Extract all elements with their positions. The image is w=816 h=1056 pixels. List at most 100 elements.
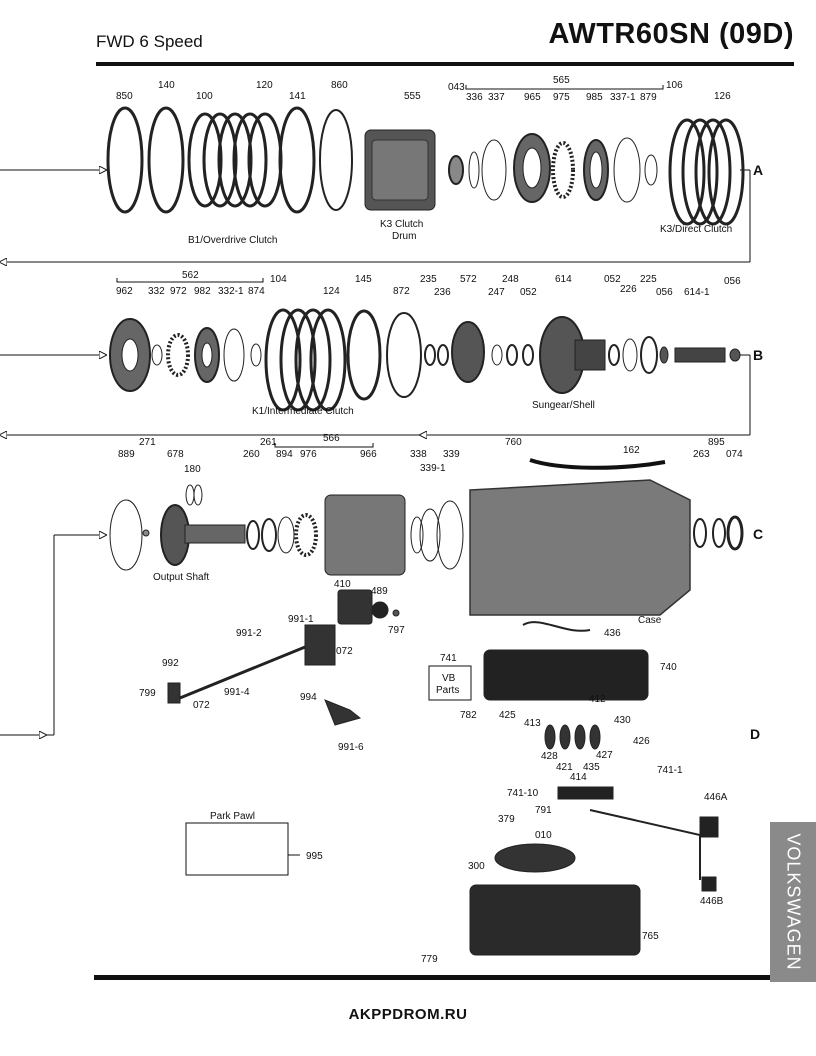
part-label: 180	[184, 464, 201, 475]
part-label: 991-6	[338, 742, 364, 753]
part-label: 991-2	[236, 628, 262, 639]
part-label: 991-4	[224, 687, 250, 698]
part-label: 982	[194, 286, 211, 297]
part-label: 446A	[704, 792, 728, 803]
part-label: 271	[139, 437, 156, 448]
part-label: 426	[633, 736, 650, 747]
part-label: 056	[656, 287, 673, 298]
part-label: 995	[306, 851, 323, 862]
part-label: 043	[448, 82, 465, 93]
part-label: 379	[498, 814, 515, 825]
part-label: 555	[404, 91, 421, 102]
part-caption: Case	[638, 615, 662, 626]
vb-parts-box	[428, 665, 472, 701]
part-label: 412	[589, 694, 606, 705]
brand-side-tab: VOLKSWAGEN	[770, 822, 816, 982]
park-pawl-box	[185, 822, 289, 876]
park-pawl-caption: Park Pawl	[210, 811, 255, 822]
part-label: 740	[660, 662, 677, 673]
row-c-labels: 271 889 678 180 260 261 566 894 976 966 …	[118, 433, 743, 626]
part-label: 104	[270, 274, 287, 285]
part-label: 895	[708, 437, 725, 448]
part-label: 106	[666, 80, 683, 91]
part-label: 413	[524, 718, 541, 729]
header-rule	[96, 62, 794, 66]
part-label: 072	[193, 700, 210, 711]
part-caption: Drum	[392, 231, 416, 242]
row-d-labels: 410 489 797 991-1 991-2 072 992 991-4 79…	[139, 579, 728, 965]
part-caption: Sungear/Shell	[532, 400, 595, 411]
part-label: 760	[505, 437, 522, 448]
part-label: 261	[260, 437, 277, 448]
part-label: 994	[300, 692, 317, 703]
leader-lines	[116, 85, 664, 856]
part-label: 247	[488, 287, 505, 298]
part-label: 572	[460, 274, 477, 285]
part-label: 975	[553, 92, 570, 103]
part-caption: K3/Direct Clutch	[660, 224, 732, 235]
part-label: 332	[148, 286, 165, 297]
row-label-a: A	[753, 162, 763, 178]
part-label: 894	[276, 449, 293, 460]
part-label: 972	[170, 286, 187, 297]
part-label: 140	[158, 80, 175, 91]
row-b-parts	[109, 308, 741, 412]
part-label: 791	[535, 805, 552, 816]
part-label: 797	[388, 625, 405, 636]
part-label: 874	[248, 286, 265, 297]
row-a-parts	[106, 106, 745, 226]
part-label: 991-1	[288, 614, 314, 625]
part-label: 446B	[700, 896, 724, 907]
part-label: 074	[726, 449, 743, 460]
part-label: 248	[502, 274, 519, 285]
part-label: 052	[520, 287, 537, 298]
part-label: 339	[443, 449, 460, 460]
part-label: 010	[535, 830, 552, 841]
part-label: 765	[642, 931, 659, 942]
part-label: 124	[323, 286, 340, 297]
header-model-title: AWTR60SN (09D)	[548, 18, 794, 50]
row-d-parts	[167, 589, 719, 956]
header-subtitle: FWD 6 Speed	[96, 32, 203, 51]
part-label: 566	[323, 433, 340, 444]
row-label-c: C	[753, 526, 763, 542]
part-label: 779	[421, 954, 438, 965]
part-label: 782	[460, 710, 477, 721]
part-label: 300	[468, 861, 485, 872]
part-label: 436	[604, 628, 621, 639]
part-label: 741-10	[507, 788, 539, 799]
part-label: 332-1	[218, 286, 244, 297]
part-label: 428	[541, 751, 558, 762]
part-label: 976	[300, 449, 317, 460]
part-label: 489	[371, 586, 388, 597]
row-a-labels: 850 140 100 120 141 860 555 043 565 336 …	[116, 75, 732, 246]
part-label: 338	[410, 449, 427, 460]
part-label: 962	[116, 286, 133, 297]
part-label: 337	[488, 92, 505, 103]
part-label: 410	[334, 579, 351, 590]
part-label: 562	[182, 270, 199, 281]
part-label: 226	[620, 284, 637, 295]
footer-site: AKPPDROM.RU	[348, 1006, 468, 1023]
part-label: 741-1	[657, 765, 683, 776]
part-label: 565	[553, 75, 570, 86]
part-label: 992	[162, 658, 179, 669]
part-caption: K1/Intermediate Clutch	[252, 406, 354, 417]
part-label: 425	[499, 710, 516, 721]
part-label: 337-1	[610, 92, 636, 103]
row-c-parts	[109, 458, 744, 616]
part-label: 162	[623, 445, 640, 456]
vb-parts-caption: VB	[442, 673, 456, 684]
part-label: 336	[466, 92, 483, 103]
part-label: 872	[393, 286, 410, 297]
brand-side-tab-label: VOLKSWAGEN	[783, 833, 804, 971]
part-label: 678	[167, 449, 184, 460]
part-label: 141	[289, 91, 306, 102]
part-label: 614-1	[684, 287, 710, 298]
part-label: 860	[331, 80, 348, 91]
footer-rule	[94, 975, 770, 980]
part-label: 435	[583, 762, 600, 773]
part-label: 427	[596, 750, 613, 761]
part-label: 056	[724, 276, 741, 287]
part-label: 120	[256, 80, 273, 91]
